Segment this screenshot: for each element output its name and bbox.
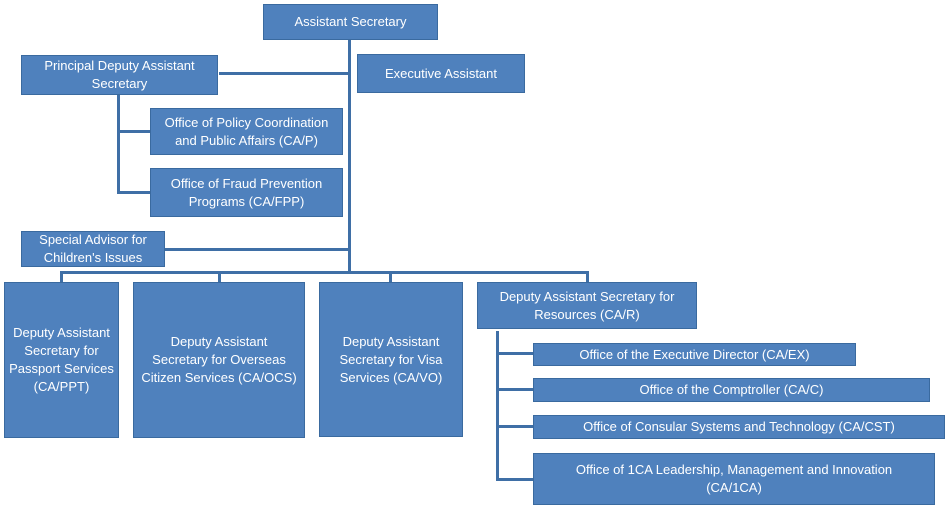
main-vertical-connector — [348, 39, 351, 273]
das-resources-box: Deputy Assistant Secretary for Resources… — [477, 282, 697, 329]
connector-leadership-office — [496, 478, 533, 481]
executive-assistant-box: Executive Assistant — [357, 54, 525, 93]
drop-das-resources — [586, 271, 589, 282]
resources-sub-vertical — [496, 331, 499, 480]
connector-principal-deputy — [219, 72, 350, 75]
das-overseas-box: Deputy Assistant Secretary for Overseas … — [133, 282, 305, 438]
fraud-office-box: Office of Fraud Prevention Programs (CA/… — [150, 168, 343, 217]
leadership-office-box: Office of 1CA Leadership, Management and… — [533, 453, 935, 505]
exec-director-box: Office of the Executive Director (CA/EX) — [533, 343, 856, 366]
drop-das-overseas — [218, 271, 221, 282]
connector-policy-office — [117, 130, 150, 133]
das-passport-box: Deputy Assistant Secretary for Passport … — [4, 282, 119, 438]
comptroller-box: Office of the Comptroller (CA/C) — [533, 378, 930, 402]
connector-principal-sub-vertical — [117, 95, 120, 194]
connector-exec-director — [496, 352, 533, 355]
principal-deputy-box: Principal Deputy Assistant Secretary — [21, 55, 218, 95]
connector-consular-systems — [496, 425, 533, 428]
deputy-horizontal-bar — [60, 271, 589, 274]
consular-systems-box: Office of Consular Systems and Technolog… — [533, 415, 945, 439]
connector-comptroller — [496, 388, 533, 391]
assistant-secretary-box: Assistant Secretary — [263, 4, 438, 40]
policy-office-box: Office of Policy Coordination and Public… — [150, 108, 343, 155]
special-advisor-box: Special Advisor for Children's Issues — [21, 231, 165, 267]
connector-special-advisor — [165, 248, 350, 251]
drop-das-passport — [60, 271, 63, 282]
das-visa-box: Deputy Assistant Secretary for Visa Serv… — [319, 282, 463, 437]
drop-das-visa — [389, 271, 392, 282]
connector-fraud-office — [117, 191, 150, 194]
